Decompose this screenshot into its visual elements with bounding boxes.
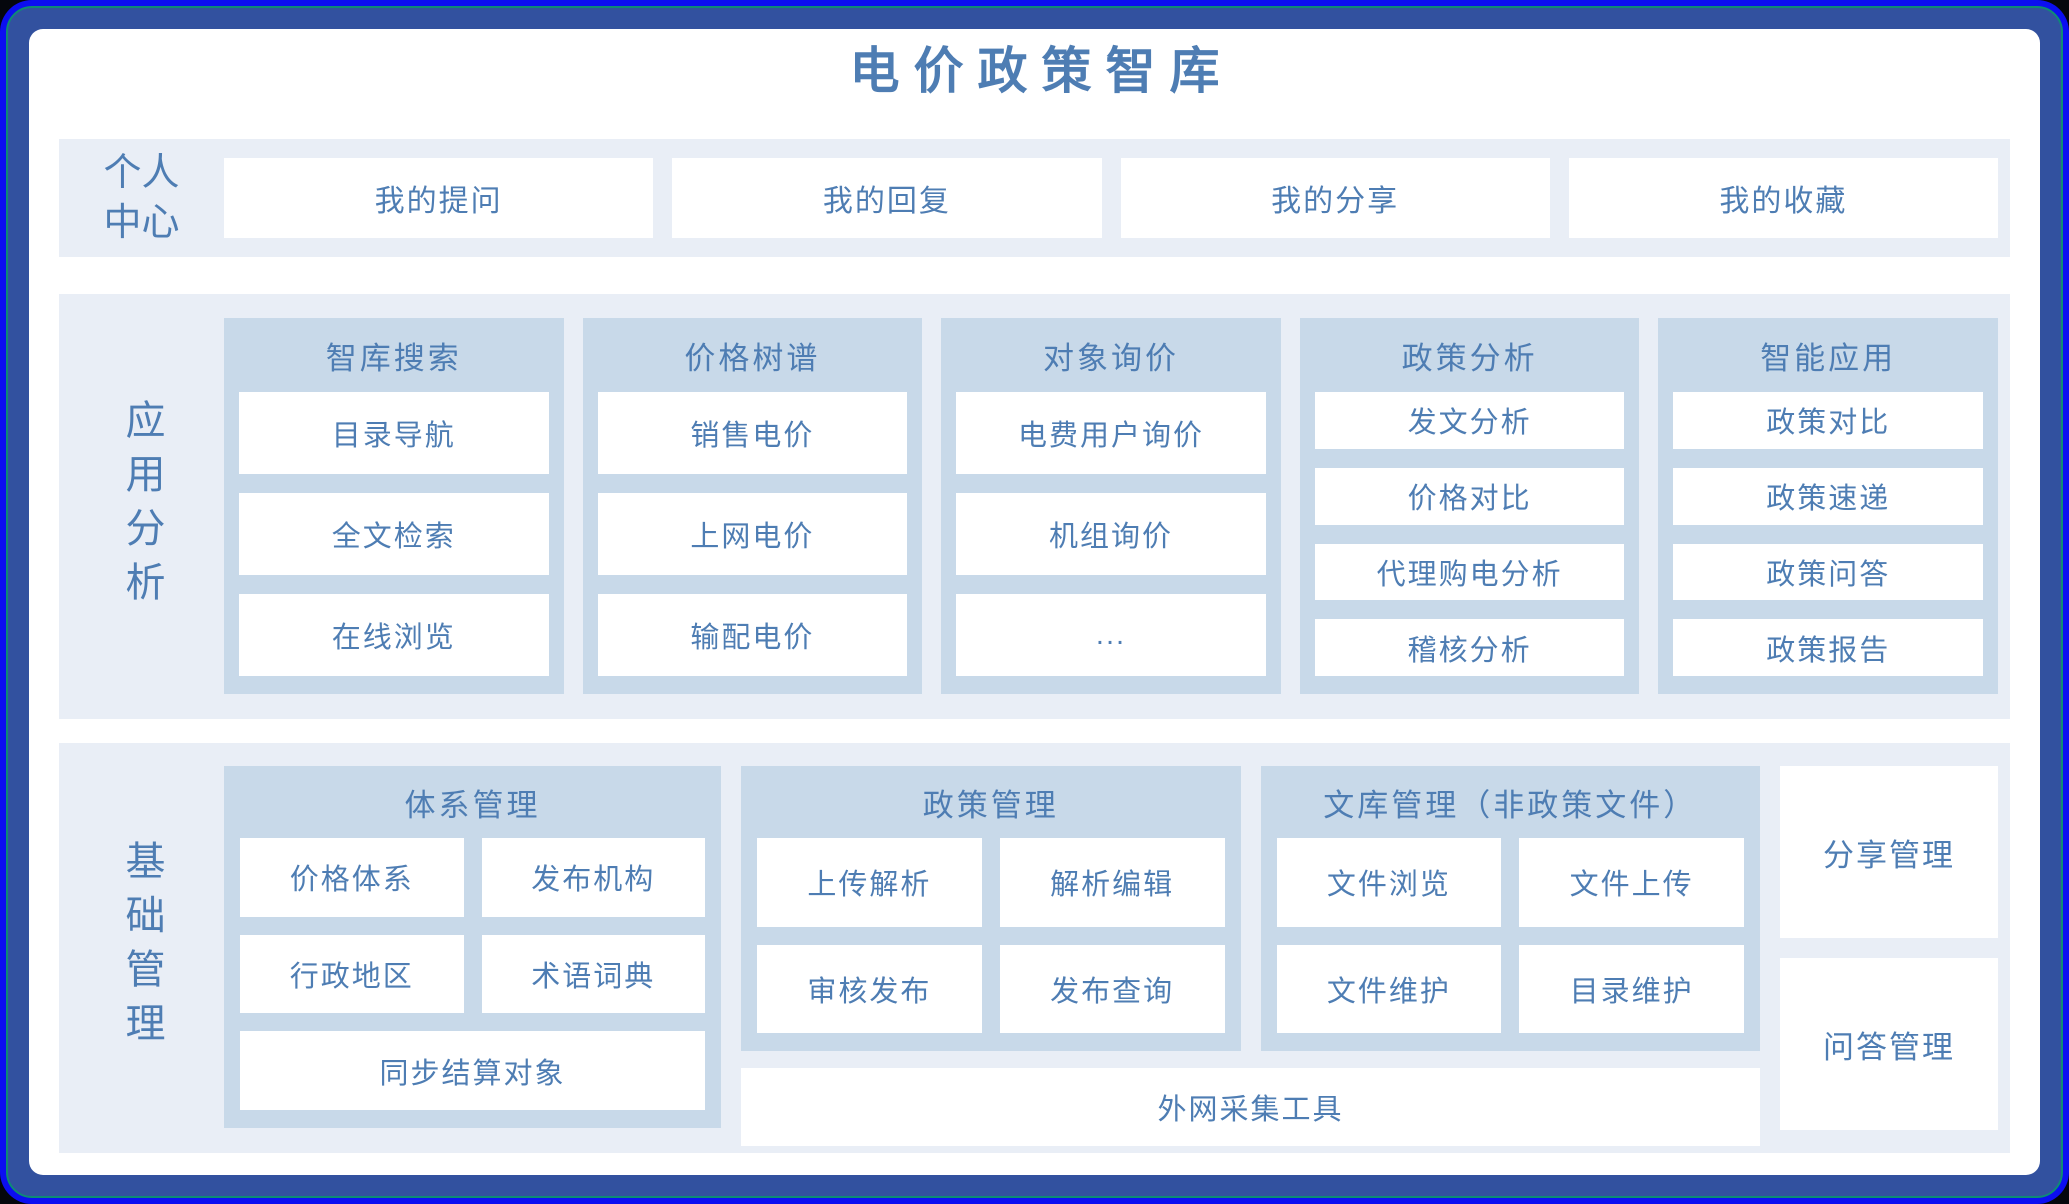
app-panel-object-inquiry: 对象询价 电费用户询价 机组询价 ... bbox=[941, 318, 1281, 694]
menu-item-document-analysis[interactable]: 发文分析 bbox=[1314, 392, 1625, 449]
panel-items: 发文分析 价格对比 代理购电分析 稽核分析 bbox=[1300, 392, 1640, 694]
menu-item-catalog-navigation[interactable]: 目录导航 bbox=[239, 392, 549, 474]
panel-header-policy-management: 政策管理 bbox=[922, 787, 1059, 823]
panel-header-policy-analysis: 政策分析 bbox=[1401, 340, 1538, 376]
basic-panel-system-management: 体系管理 价格体系 发布机构 行政地区 术语词典 同步结算对象 bbox=[224, 766, 721, 1128]
personal-center-label: 个人 中心 bbox=[59, 139, 224, 257]
app-panel-smart-apps: 智能应用 政策对比 政策速递 政策问答 政策报告 bbox=[1658, 318, 1998, 694]
inner-frame: 电价政策智库 个人 中心 我的提问 我的回复 我的分享 我的收藏 bbox=[6, 6, 2063, 1198]
personal-item-my-questions[interactable]: 我的提问 bbox=[224, 158, 654, 238]
panel-items: 电费用户询价 机组询价 ... bbox=[941, 392, 1281, 694]
personal-center-label-line2: 中心 bbox=[103, 202, 180, 244]
personal-item-my-shares[interactable]: 我的分享 bbox=[1120, 158, 1550, 238]
menu-item-review-publish[interactable]: 审核发布 bbox=[757, 944, 982, 1033]
panel-items: 上传解析 解析编辑 审核发布 发布查询 bbox=[741, 838, 1241, 1051]
menu-item-price-system[interactable]: 价格体系 bbox=[240, 838, 464, 917]
menu-item-publishing-org[interactable]: 发布机构 bbox=[481, 838, 705, 917]
menu-item-policy-qa[interactable]: 政策问答 bbox=[1673, 543, 1983, 601]
personal-item-my-favorites[interactable]: 我的收藏 bbox=[1568, 158, 1998, 238]
basic-management-section: 基础管理 体系管理 价格体系 发布机构 行政地区 术语词典 同步结算对象 bbox=[59, 743, 2010, 1153]
menu-item-parse-edit[interactable]: 解析编辑 bbox=[999, 838, 1225, 927]
share-management-box[interactable]: 分享管理 bbox=[1780, 766, 1998, 938]
menu-item-transmission-tariff[interactable]: 输配电价 bbox=[597, 594, 908, 676]
application-analysis-label-text: 应用分析 bbox=[119, 398, 164, 615]
application-panels-row: 智库搜索 目录导航 全文检索 在线浏览 价格树谱 销售电价 上网电价 bbox=[224, 294, 2010, 719]
menu-item-audit-analysis[interactable]: 稽核分析 bbox=[1314, 619, 1625, 676]
panel-header-object-inquiry: 对象询价 bbox=[1042, 340, 1179, 376]
menu-item-catalog-maintain[interactable]: 目录维护 bbox=[1519, 944, 1744, 1033]
page-title: 电价政策智库 bbox=[849, 43, 1234, 99]
basic-management-label: 基础管理 bbox=[59, 743, 224, 1153]
menu-item-unit-inquiry[interactable]: 机组询价 bbox=[956, 493, 1266, 575]
menu-item-fulltext-search[interactable]: 全文检索 bbox=[239, 493, 549, 575]
menu-item-sales-tariff[interactable]: 销售电价 bbox=[597, 392, 908, 474]
external-collection-tool[interactable]: 外网采集工具 bbox=[741, 1068, 1760, 1146]
panel-header-smart-apps: 智能应用 bbox=[1760, 340, 1897, 376]
panel-header-library-management: 文库管理（非政策文件） bbox=[1323, 787, 1698, 823]
basic-middle-row: 政策管理 上传解析 解析编辑 审核发布 发布查询 文库管理 bbox=[741, 766, 1760, 1051]
menu-item-publish-query[interactable]: 发布查询 bbox=[999, 944, 1225, 1033]
application-analysis-label: 应用分析 bbox=[59, 294, 224, 719]
app-panel-price-tree: 价格树谱 销售电价 上网电价 输配电价 bbox=[582, 318, 923, 694]
menu-item-grid-tariff[interactable]: 上网电价 bbox=[597, 493, 908, 575]
main-card: 电价政策智库 个人 中心 我的提问 我的回复 我的分享 我的收藏 bbox=[29, 29, 2040, 1175]
panel-header-system-management: 体系管理 bbox=[404, 787, 541, 823]
menu-item-more-ellipsis[interactable]: ... bbox=[956, 594, 1266, 676]
panel-header-think-tank-search: 智库搜索 bbox=[325, 340, 462, 376]
menu-item-online-browse[interactable]: 在线浏览 bbox=[239, 594, 549, 676]
basic-management-content: 体系管理 价格体系 发布机构 行政地区 术语词典 同步结算对象 bbox=[224, 743, 2010, 1153]
personal-item-my-replies[interactable]: 我的回复 bbox=[672, 158, 1102, 238]
menu-item-price-comparison[interactable]: 价格对比 bbox=[1314, 467, 1625, 525]
menu-item-policy-express[interactable]: 政策速递 bbox=[1673, 467, 1983, 525]
menu-item-agent-purchase-analysis[interactable]: 代理购电分析 bbox=[1314, 543, 1625, 601]
menu-item-sync-settlement[interactable]: 同步结算对象 bbox=[240, 1031, 705, 1110]
menu-item-file-browse[interactable]: 文件浏览 bbox=[1276, 838, 1502, 927]
basic-panel-policy-management: 政策管理 上传解析 解析编辑 审核发布 发布查询 bbox=[741, 766, 1241, 1051]
menu-item-upload-parse[interactable]: 上传解析 bbox=[757, 838, 982, 927]
menu-item-policy-report[interactable]: 政策报告 bbox=[1673, 619, 1983, 676]
menu-item-file-upload[interactable]: 文件上传 bbox=[1519, 838, 1744, 927]
app-panel-policy-analysis: 政策分析 发文分析 价格对比 代理购电分析 稽核分析 bbox=[1299, 318, 1640, 694]
application-analysis-section: 应用分析 智库搜索 目录导航 全文检索 在线浏览 价格树谱 bbox=[59, 294, 2010, 719]
menu-item-term-dictionary[interactable]: 术语词典 bbox=[481, 934, 705, 1014]
qa-management-box[interactable]: 问答管理 bbox=[1780, 958, 1998, 1130]
panel-items: 销售电价 上网电价 输配电价 bbox=[583, 392, 923, 694]
panel-items: 文件浏览 文件上传 文件维护 目录维护 bbox=[1261, 838, 1761, 1051]
panel-items: 政策对比 政策速递 政策问答 政策报告 bbox=[1658, 392, 1998, 694]
personal-center-section: 个人 中心 我的提问 我的回复 我的分享 我的收藏 bbox=[59, 139, 2010, 257]
menu-item-policy-comparison[interactable]: 政策对比 bbox=[1673, 392, 1983, 449]
basic-middle-stack: 政策管理 上传解析 解析编辑 审核发布 发布查询 文库管理 bbox=[741, 766, 1760, 1146]
menu-item-file-maintain[interactable]: 文件维护 bbox=[1276, 944, 1502, 1033]
basic-side-stack: 分享管理 问答管理 bbox=[1780, 766, 1998, 1130]
panel-items: 目录导航 全文检索 在线浏览 bbox=[224, 392, 564, 694]
personal-items-row: 我的提问 我的回复 我的分享 我的收藏 bbox=[224, 158, 1998, 238]
basic-management-label-text: 基础管理 bbox=[119, 840, 164, 1056]
personal-center-label-line1: 个人 bbox=[103, 152, 180, 194]
basic-panel-library-management: 文库管理（非政策文件） 文件浏览 文件上传 文件维护 目录维护 bbox=[1260, 766, 1761, 1051]
app-panel-think-tank-search: 智库搜索 目录导航 全文检索 在线浏览 bbox=[224, 318, 564, 694]
menu-item-user-inquiry[interactable]: 电费用户询价 bbox=[956, 392, 1266, 474]
panel-items: 价格体系 发布机构 行政地区 术语词典 同步结算对象 bbox=[224, 838, 721, 1128]
menu-item-admin-region[interactable]: 行政地区 bbox=[240, 934, 464, 1014]
panel-header-price-tree: 价格树谱 bbox=[684, 340, 821, 376]
